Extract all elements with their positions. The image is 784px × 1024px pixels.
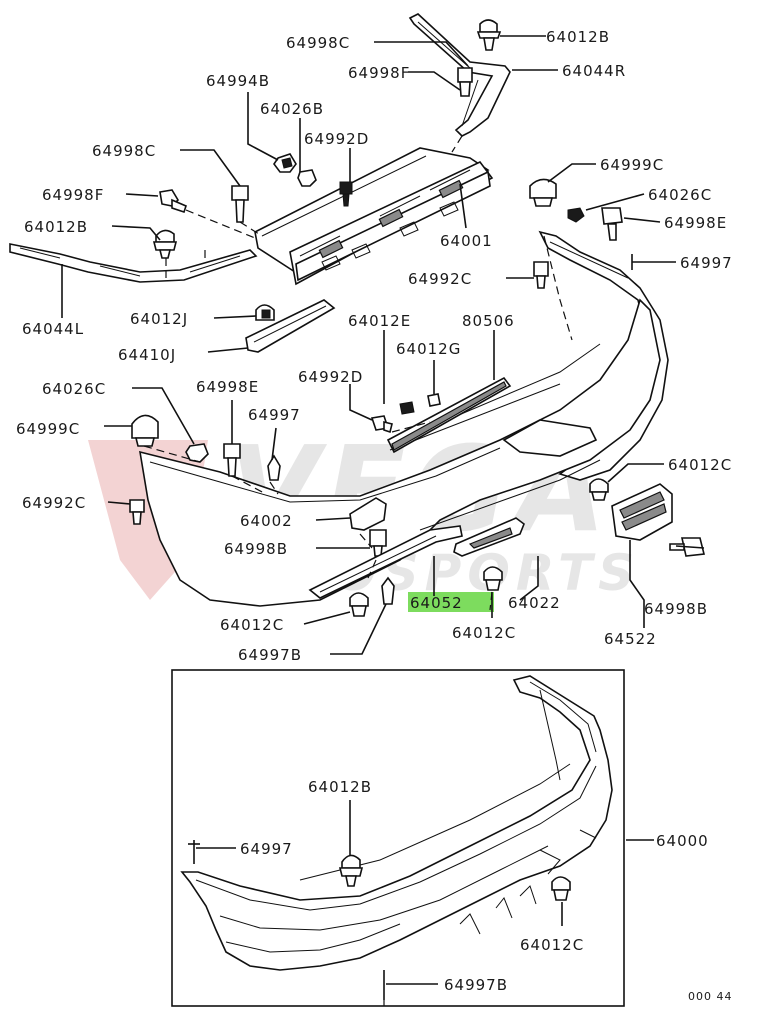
label-64997B-lower: 64997B bbox=[444, 976, 508, 994]
label-64022: 64022 bbox=[508, 594, 561, 612]
guide-line-64012B-left bbox=[165, 250, 206, 278]
label-64998F-left: 64998F bbox=[42, 186, 104, 204]
label-64999C-right: 64999C bbox=[600, 156, 664, 174]
label-64012G: 64012G bbox=[396, 340, 461, 358]
part-64522 bbox=[611, 483, 673, 541]
label-64012C-left: 64012C bbox=[220, 616, 284, 634]
nut-64026C-right bbox=[567, 207, 585, 223]
grommet-64999C-left bbox=[131, 414, 159, 447]
label-64992C-left: 64992C bbox=[22, 494, 86, 512]
clip-64012C-mid bbox=[483, 566, 503, 591]
highlight-64052 bbox=[408, 592, 494, 612]
fastener-64997-lower bbox=[188, 840, 200, 864]
nut-64994B bbox=[273, 153, 297, 173]
leader-lines-upper bbox=[61, 35, 705, 655]
fastener-64997B-top bbox=[381, 576, 395, 605]
label-64998E-left: 64998E bbox=[196, 378, 259, 396]
label-64992D-top: 64992D bbox=[304, 130, 369, 148]
bumper-assembled bbox=[180, 675, 613, 971]
clip-64012G bbox=[427, 393, 441, 407]
label-64026B: 64026B bbox=[260, 100, 324, 118]
label-64012J: 64012J bbox=[130, 310, 188, 328]
label-64002: 64002 bbox=[240, 512, 293, 530]
label-64044R: 64044R bbox=[562, 62, 626, 80]
clip-64012B-top bbox=[476, 19, 502, 51]
clip-64012B-left bbox=[152, 229, 178, 259]
label-64026C-left: 64026C bbox=[42, 380, 106, 398]
part-64052 bbox=[308, 525, 463, 599]
guide-line-64998F-left bbox=[185, 209, 256, 239]
label-64001: 64001 bbox=[440, 232, 493, 250]
label-64410J: 64410J bbox=[118, 346, 176, 364]
reference-code: 000 44 bbox=[688, 990, 733, 1003]
label-64012E: 64012E bbox=[348, 312, 411, 330]
bolt-64992D-top bbox=[339, 181, 353, 207]
grommet-64999C-right bbox=[529, 178, 557, 207]
bolt-64992C-left bbox=[129, 499, 145, 525]
leader-lines-lower bbox=[196, 800, 654, 985]
label-64012B-lower: 64012B bbox=[308, 778, 372, 796]
label-64992C-mid: 64992C bbox=[408, 270, 472, 288]
label-80506: 80506 bbox=[462, 312, 515, 330]
label-64998C-left: 64998C bbox=[92, 142, 156, 160]
guide-lines-mid bbox=[143, 421, 493, 611]
clip-64012C-lower bbox=[551, 876, 571, 901]
clip-64012C-right bbox=[589, 478, 609, 501]
assembled-bumper-box bbox=[171, 669, 625, 1007]
bolt-64998E-left bbox=[223, 443, 241, 477]
label-64997-lower: 64997 bbox=[240, 840, 293, 858]
label-64998F-top: 64998F bbox=[348, 64, 410, 82]
label-64999C-left: 64999C bbox=[16, 420, 80, 438]
label-64992D-mid: 64992D bbox=[298, 368, 363, 386]
part-64044L bbox=[9, 243, 258, 283]
label-64052: 64052 bbox=[410, 594, 463, 612]
label-64012C-right: 64012C bbox=[668, 456, 732, 474]
label-64998B-mid: 64998B bbox=[224, 540, 288, 558]
label-64012C-lower: 64012C bbox=[520, 936, 584, 954]
label-64012C-mid: 64012C bbox=[452, 624, 516, 642]
label-64998B-right: 64998B bbox=[644, 600, 708, 618]
label-64994B: 64994B bbox=[206, 72, 270, 90]
label-64997B-top: 64997B bbox=[238, 646, 302, 664]
label-64998E-right: 64998E bbox=[664, 214, 727, 232]
label-64012B-left: 64012B bbox=[24, 218, 88, 236]
label-64998C-top: 64998C bbox=[286, 34, 350, 52]
label-64997-right: 64997 bbox=[680, 254, 733, 272]
bolt-64998E-right bbox=[601, 207, 623, 241]
part-64022 bbox=[453, 517, 525, 557]
guide-line-64998C-left bbox=[239, 221, 263, 237]
label-64522: 64522 bbox=[604, 630, 657, 648]
label-64012B-top: 64012B bbox=[546, 28, 610, 46]
clip-64012J bbox=[255, 304, 275, 321]
part-64002 bbox=[349, 497, 387, 531]
labels-upper: 64998C 64012B 64998F 64044R 64994B 64026… bbox=[16, 28, 733, 664]
part-80506 bbox=[386, 376, 512, 454]
bolt-64998C-left bbox=[231, 185, 249, 223]
label-64044L: 64044L bbox=[22, 320, 84, 338]
bumper-cover-exploded bbox=[139, 298, 661, 607]
bolt-64998F-left bbox=[159, 189, 187, 214]
label-64997-mid: 64997 bbox=[248, 406, 301, 424]
label-64000: 64000 bbox=[656, 832, 709, 850]
clip-64012C-left bbox=[349, 592, 369, 617]
clip-64012B-lower bbox=[338, 854, 364, 887]
nut-64026B bbox=[297, 169, 317, 187]
label-64026C-right: 64026C bbox=[648, 186, 712, 204]
guide-line-64044R bbox=[451, 135, 463, 153]
part-64001-reinforcement bbox=[254, 147, 494, 286]
bolt-64992D-mid bbox=[370, 415, 393, 434]
bolt-64998F-top bbox=[457, 67, 473, 97]
bolt-64992C-mid bbox=[533, 261, 549, 289]
clip-64012E bbox=[399, 401, 415, 415]
labels-lower: 64012B 64000 64997 64012C 64997B bbox=[240, 778, 709, 994]
